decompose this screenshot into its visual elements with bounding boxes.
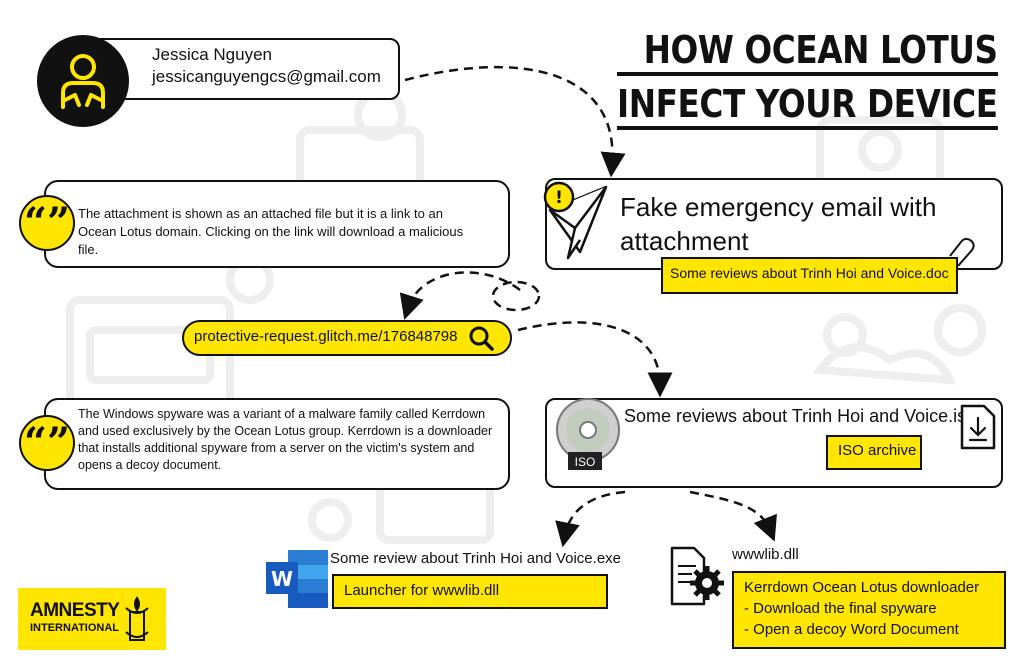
note-card-kerrdown [44,398,510,490]
exe-filename: Some review about Trinh Hoi and Voice.ex… [330,550,621,567]
title-line-2: INFECT YOUR DEVICE [617,82,998,130]
title-line-1: HOW OCEAN LOTUS [617,28,998,76]
attachment-badge[interactable] [661,257,958,294]
dll-title: Kerrdown Ocean Lotus downloader [744,579,980,596]
arrow-sender-to-email [404,65,626,178]
note-attachment-text: The attachment is shown as an attached f… [78,206,464,257]
person-icon [61,54,105,109]
exe-description-box [332,574,608,609]
logo-line-2: INTERNATIONAL [30,622,120,634]
iso-card [545,398,1003,488]
sender-name: Jessica Nguyen [152,45,273,64]
iso-filename: Some reviews about Trinh Hoi and Voice.i… [624,406,977,426]
quote-icon-2: “” [19,415,75,471]
word-icon-letter: W [271,567,293,591]
sender-email: jessicanguyengcs@gmail.com [152,67,381,86]
malicious-url[interactable]: protective-request.glitch.me/176848798 [194,328,458,345]
iso-tag [826,435,922,470]
avatar [37,35,129,127]
page-title: HOW OCEAN LOTUS INFECT YOUR DEVICE [617,28,998,136]
attachment-filename[interactable]: Some reviews about Trinh Hoi and Voice.d… [670,265,949,281]
arrow-url-to-iso [517,321,673,398]
dll-bullet-2: - Open a decoy Word Document [744,621,959,638]
disc-label: ISO [575,455,596,469]
arrow-iso-to-dll [689,490,777,542]
url-pill[interactable] [182,320,512,356]
email-label: Fake emergency email with attachment [620,192,937,256]
note-card-attachment [44,180,510,268]
note-kerrdown-text: The Windows spyware was a variant of a m… [78,407,493,472]
sender-card [78,38,400,100]
arrow-email-to-url [399,271,521,320]
dll-description-box [732,571,1006,649]
iso-tag-text: ISO archive [838,442,917,459]
dll-bullet-1: - Download the final spyware [744,600,937,617]
quote-icon: “” [19,195,75,251]
logo-line-1: AMNESTY [30,600,120,621]
dll-filename: wwwlib.dll [732,546,799,563]
attachment-highlight [491,280,541,312]
exe-description: Launcher for wwwlib.dll [344,582,500,599]
